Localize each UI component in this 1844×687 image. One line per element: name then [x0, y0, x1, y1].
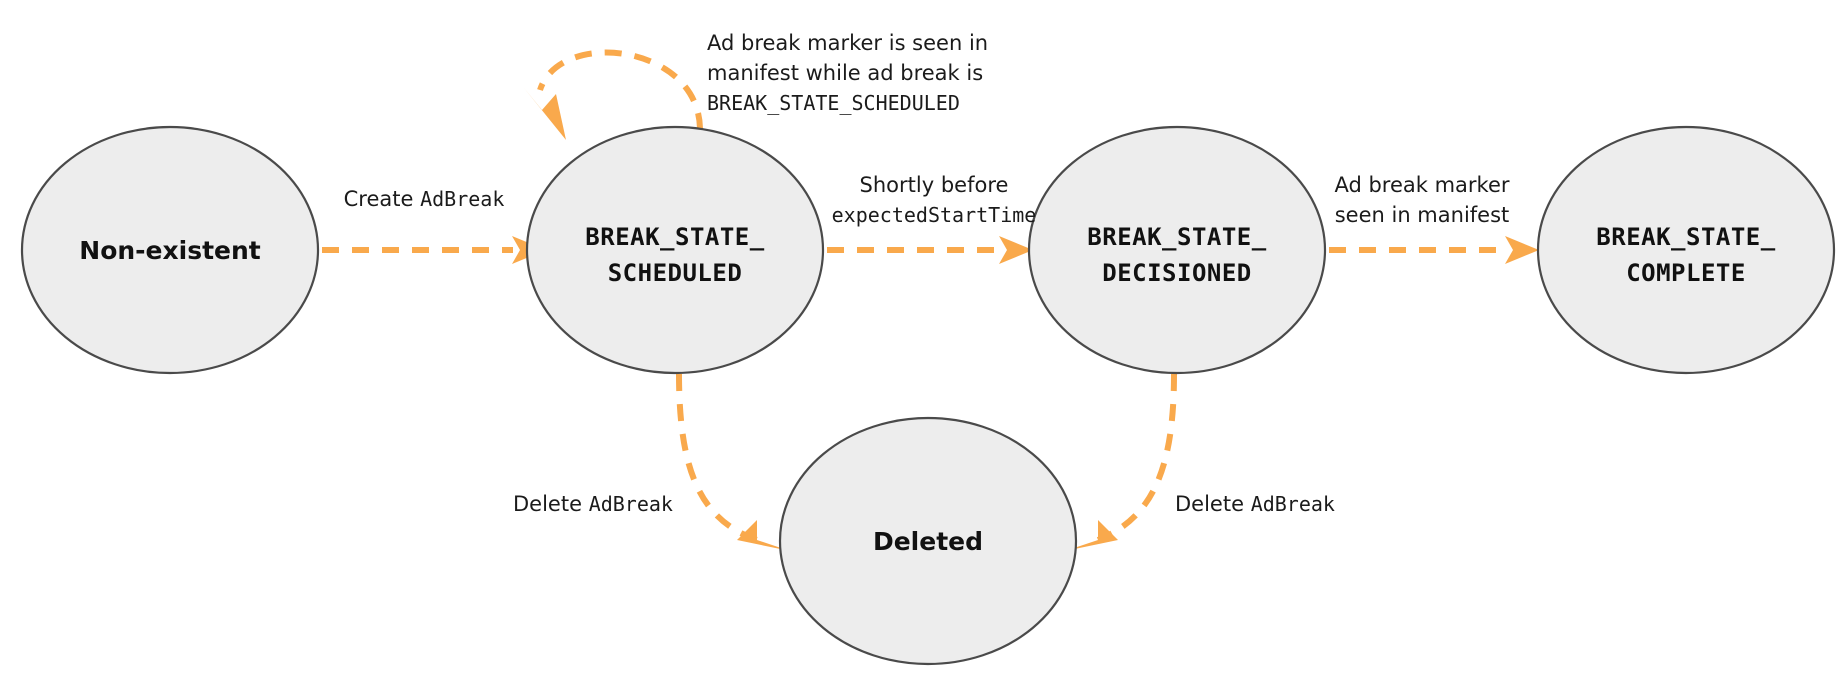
node-break-state-complete-label-line2: COMPLETE	[1626, 259, 1746, 287]
node-deleted-label: Deleted	[873, 527, 983, 556]
node-break-state-scheduled-label-line2: SCHEDULED	[608, 259, 743, 287]
node-break-state-complete-label-line1: BREAK_STATE_	[1596, 223, 1775, 251]
edge-decisioned-to-deleted-arrowhead	[1065, 520, 1118, 551]
node-break-state-scheduled[interactable]: BREAK_STATE_ SCHEDULED	[525, 125, 825, 375]
edge-label-decisioned-to-deleted: Delete AdBreak	[1175, 492, 1335, 517]
edge-scheduled-to-deleted	[676, 373, 790, 551]
node-break-state-decisioned-label-line1: BREAK_STATE_	[1087, 223, 1266, 251]
edge-label-create-adbreak: Create AdBreak	[344, 187, 505, 212]
edge-scheduled-to-decisioned	[827, 236, 1033, 264]
edge-scheduled-self-loop	[524, 49, 703, 140]
edge-decisioned-to-complete	[1329, 236, 1539, 264]
edge-scheduled-self-loop-arrowhead	[524, 88, 566, 140]
edge-decisioned-to-deleted	[1065, 373, 1177, 551]
edge-decisioned-to-complete-arrowhead	[1505, 236, 1539, 264]
node-deleted-shape[interactable]	[778, 416, 1078, 666]
node-break-state-complete[interactable]: BREAK_STATE_ COMPLETE	[1536, 125, 1836, 375]
node-break-state-scheduled-shape[interactable]	[525, 125, 825, 375]
node-deleted[interactable]: Deleted	[778, 416, 1078, 666]
node-break-state-decisioned[interactable]: BREAK_STATE_ DECISIONED	[1027, 125, 1327, 375]
node-break-state-decisioned-shape[interactable]	[1027, 125, 1327, 375]
edge-decisioned-to-deleted-line	[1096, 373, 1177, 543]
edge-scheduled-self-loop-line	[537, 49, 703, 131]
edge-create-adbreak	[322, 236, 546, 264]
edge-scheduled-to-deleted-line	[676, 373, 758, 543]
edge-scheduled-to-decisioned-arrowhead	[999, 236, 1033, 264]
node-non-existent-shape[interactable]	[20, 125, 320, 375]
edge-label-scheduled-to-deleted: Delete AdBreak	[513, 492, 673, 517]
node-non-existent-label: Non-existent	[79, 236, 261, 265]
node-break-state-scheduled-label-line1: BREAK_STATE_	[585, 223, 764, 251]
node-break-state-decisioned-label-line2: DECISIONED	[1102, 259, 1252, 287]
node-break-state-complete-shape[interactable]	[1536, 125, 1836, 375]
node-non-existent[interactable]: Non-existent	[20, 125, 320, 375]
edge-scheduled-to-deleted-arrowhead	[737, 520, 790, 551]
